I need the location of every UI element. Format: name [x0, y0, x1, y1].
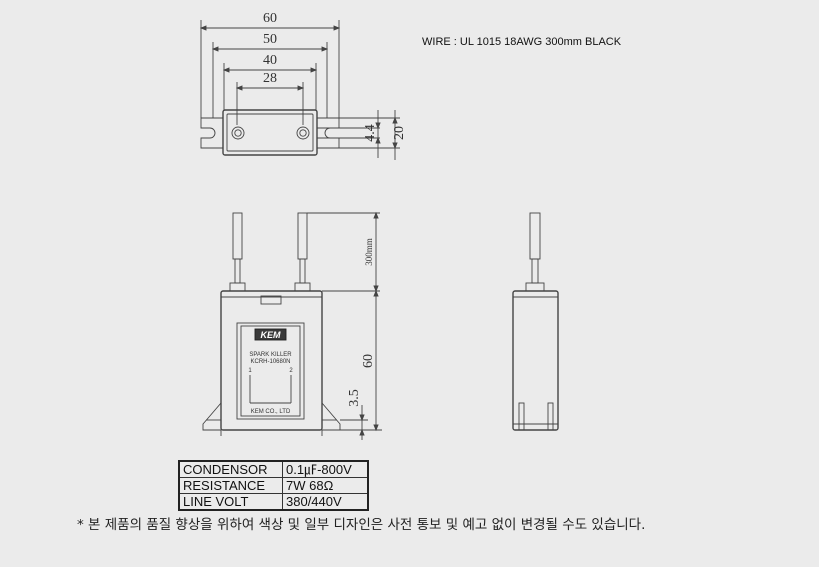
dim-width-40: 40 — [263, 53, 277, 68]
side-view — [512, 212, 559, 431]
front-view — [202, 211, 382, 440]
dim-width-50: 50 — [263, 32, 277, 47]
label-product-name: SPARK KILLER — [249, 352, 292, 358]
table-row: LINE VOLT 380/440V — [178, 493, 369, 511]
spec-table: CONDENSOR 0.1㎌-800V RESISTANCE 7W 68Ω LI… — [178, 460, 369, 511]
label-maker: KEM CO., LTD — [251, 409, 291, 415]
label-pin-2: 2 — [289, 368, 293, 374]
table-row: RESISTANCE 7W 68Ω — [178, 477, 369, 494]
wire-spec-note: WIRE : UL 1015 18AWG 300mm BLACK — [422, 36, 622, 48]
kem-logo: KEM — [261, 330, 282, 340]
dim-width-60: 60 — [263, 11, 277, 26]
design-change-notice: * 본 제품의 품질 향상을 위하여 색상 및 일부 디자인은 사전 통보 및 … — [77, 517, 646, 533]
dim-flange-height: 20 — [392, 126, 407, 140]
spec-key: LINE VOLT — [178, 493, 283, 511]
spec-value: 7W 68Ω — [282, 477, 369, 494]
label-model-number: KCRH-10680N — [250, 359, 290, 365]
table-row: CONDENSOR 0.1㎌-800V — [178, 460, 369, 478]
spec-value: 0.1㎌-800V — [282, 460, 369, 478]
dim-wire-length: 300mm — [364, 238, 374, 266]
label-pin-1: 1 — [248, 368, 252, 374]
spec-value: 380/440V — [282, 493, 369, 511]
top-view — [199, 20, 400, 160]
dim-width-28: 28 — [263, 71, 277, 86]
dim-body-height: 60 — [361, 354, 376, 368]
spec-key: CONDENSOR — [178, 460, 283, 478]
dim-slot-height: 4.4 — [363, 124, 378, 142]
dim-base-height: 3.5 — [347, 389, 362, 407]
spec-key: RESISTANCE — [178, 477, 283, 494]
